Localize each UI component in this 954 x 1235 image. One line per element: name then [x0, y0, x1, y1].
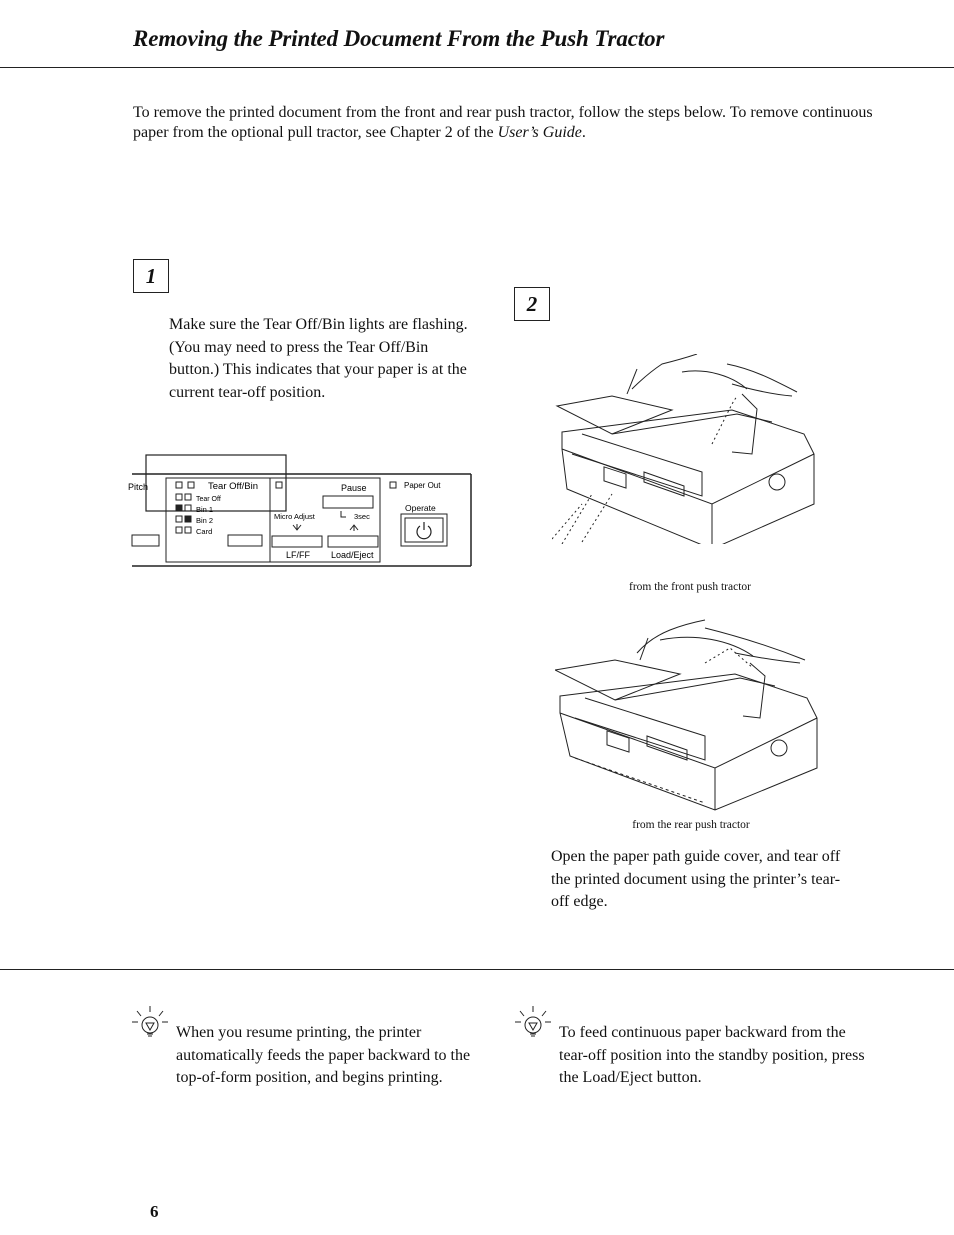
panel-card-label: Card	[196, 527, 212, 536]
step-2-text: Open the paper path guide cover, and tea…	[551, 848, 841, 910]
intro-text: To remove the printed document from the …	[133, 104, 873, 141]
panel-bin2-label: Bin 2	[196, 516, 213, 525]
notes-rule	[0, 969, 954, 970]
note-2-text: To feed continuous paper backward from t…	[559, 1024, 865, 1086]
panel-bin1-label: Bin 1	[196, 505, 213, 514]
panel-pause-label: Pause	[341, 483, 367, 493]
users-guide-reference: User’s Guide	[497, 124, 582, 141]
note-1-text: When you resume printing, the printer au…	[176, 1024, 471, 1086]
header-rule	[0, 67, 954, 68]
panel-micro-adjust-label: Micro Adjust	[274, 512, 316, 521]
page-number: 6	[150, 1202, 159, 1221]
intro-paragraph: To remove the printed document from the …	[133, 103, 873, 143]
step-1-number: 1	[133, 259, 169, 293]
control-panel-illustration: Pitch Tear Off/Bin Tear Off Bin 1 Bin 2 …	[128, 454, 472, 567]
caption-rear-push-tractor: from the rear push tractor	[632, 819, 750, 831]
printer-front-tractor-illustration	[552, 354, 815, 544]
panel-pitch-label: Pitch	[128, 482, 148, 492]
lightbulb-icon	[132, 1006, 168, 1037]
panel-load-eject-label: Load/Eject	[331, 550, 374, 560]
panel-tear-off-bin-label: Tear Off/Bin	[208, 481, 258, 492]
step-2-number: 2	[514, 287, 550, 321]
panel-3sec-label: 3sec	[354, 512, 370, 521]
printer-rear-tractor-illustration	[555, 619, 818, 811]
panel-lf-ff-label: LF/FF	[286, 550, 311, 560]
step-1-text: Make sure the Tear Off/Bin lights are fl…	[169, 316, 468, 401]
panel-operate-label: Operate	[405, 503, 436, 513]
intro-text-end: .	[581, 124, 586, 141]
lightbulb-icon	[515, 1006, 551, 1037]
panel-tear-off-label: Tear Off	[196, 496, 221, 503]
caption-front-push-tractor: from the front push tractor	[629, 581, 751, 593]
page-title: Removing the Printed Document From the P…	[133, 26, 665, 51]
panel-paper-out-label: Paper Out	[404, 481, 441, 490]
